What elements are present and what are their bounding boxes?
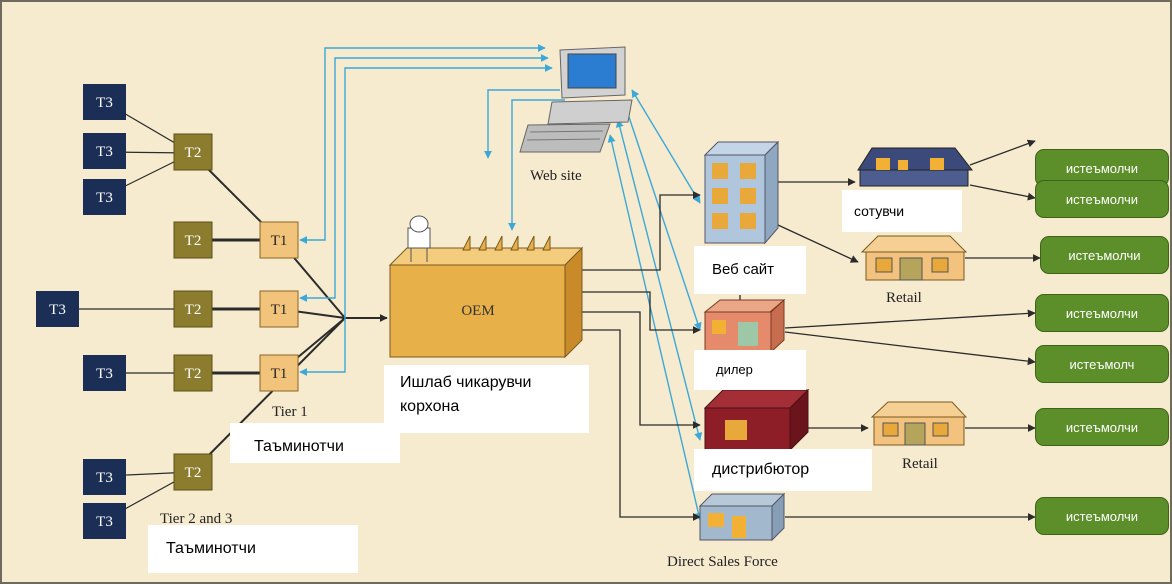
t1-box: T1 (259, 354, 299, 392)
svg-text:T3: T3 (96, 190, 113, 206)
consumer-box: истеъмолчи (1040, 236, 1169, 274)
dealer-label: дилер (694, 350, 806, 390)
manufacturer-label: Ишлаб чикарувчи корхона (384, 365, 589, 433)
svg-text:T2: T2 (185, 465, 202, 481)
consumer-box: истеъмолчи (1035, 408, 1169, 446)
t3-box: T3 (83, 355, 126, 391)
t2-box: T2 (173, 133, 213, 171)
t3-box: T3 (83, 459, 126, 495)
office-building-icon (703, 140, 780, 245)
t3-box: T3 (83, 133, 126, 169)
t1-box: T1 (259, 221, 299, 259)
seller-label: сотувчи (842, 190, 962, 232)
seller-store-icon (857, 147, 974, 187)
t2-box: T2 (173, 221, 213, 259)
svg-text:T1: T1 (271, 366, 288, 382)
consumer-box: истеъмолчи (1035, 497, 1169, 535)
t3-box: T3 (83, 503, 126, 539)
t2-box: T2 (173, 290, 213, 328)
tier1-caption: Tier 1 (272, 404, 308, 420)
oem-factory: OEM (388, 215, 584, 359)
website-caption: Web site (530, 168, 582, 184)
distributor-label: дистрибютор (694, 449, 872, 491)
t3-box: T3 (83, 179, 126, 215)
consumer-box: истеъмолчи (1035, 294, 1169, 332)
svg-text:T3: T3 (96, 144, 113, 160)
tier23-suppliers-label: Таъминотчи (148, 525, 358, 573)
consumer-box: истеъмолчи (1035, 180, 1169, 218)
svg-text:T3: T3 (96, 95, 113, 111)
svg-text:T2: T2 (185, 233, 202, 249)
t2-box: T2 (173, 453, 213, 491)
retail-caption: Retail (886, 290, 922, 306)
website-channel-label: Веб сайт (694, 246, 806, 294)
tier1-suppliers-label: Таъминотчи (230, 423, 400, 463)
svg-text:T3: T3 (96, 366, 113, 382)
t2-box: T2 (173, 354, 213, 392)
tier23-caption: Tier 2 and 3 (160, 511, 232, 527)
distributor-warehouse-icon (703, 388, 810, 452)
direct-sales-caption: Direct Sales Force (667, 554, 778, 570)
svg-text:T3: T3 (49, 302, 66, 318)
svg-text:T1: T1 (271, 233, 288, 249)
t1-box: T1 (259, 290, 299, 328)
svg-text:T2: T2 (185, 145, 202, 161)
svg-text:OEM: OEM (461, 303, 494, 319)
svg-text:T2: T2 (185, 366, 202, 382)
svg-text:T1: T1 (271, 302, 288, 318)
svg-text:T3: T3 (96, 514, 113, 530)
distribution-links (582, 139, 1041, 521)
direct-sales-building-icon (698, 492, 786, 542)
computer-icon (519, 46, 633, 153)
svg-text:T2: T2 (185, 302, 202, 318)
t3-box: T3 (36, 291, 79, 327)
retail-caption: Retail (902, 456, 938, 472)
information-links (299, 44, 703, 521)
dealer-store-icon (703, 298, 786, 354)
svg-text:T3: T3 (96, 470, 113, 486)
retail-store-icon (860, 235, 968, 281)
retail-store-icon (870, 401, 968, 446)
consumer-box: истеъмолч (1035, 345, 1169, 383)
t3-box: T3 (83, 84, 126, 120)
